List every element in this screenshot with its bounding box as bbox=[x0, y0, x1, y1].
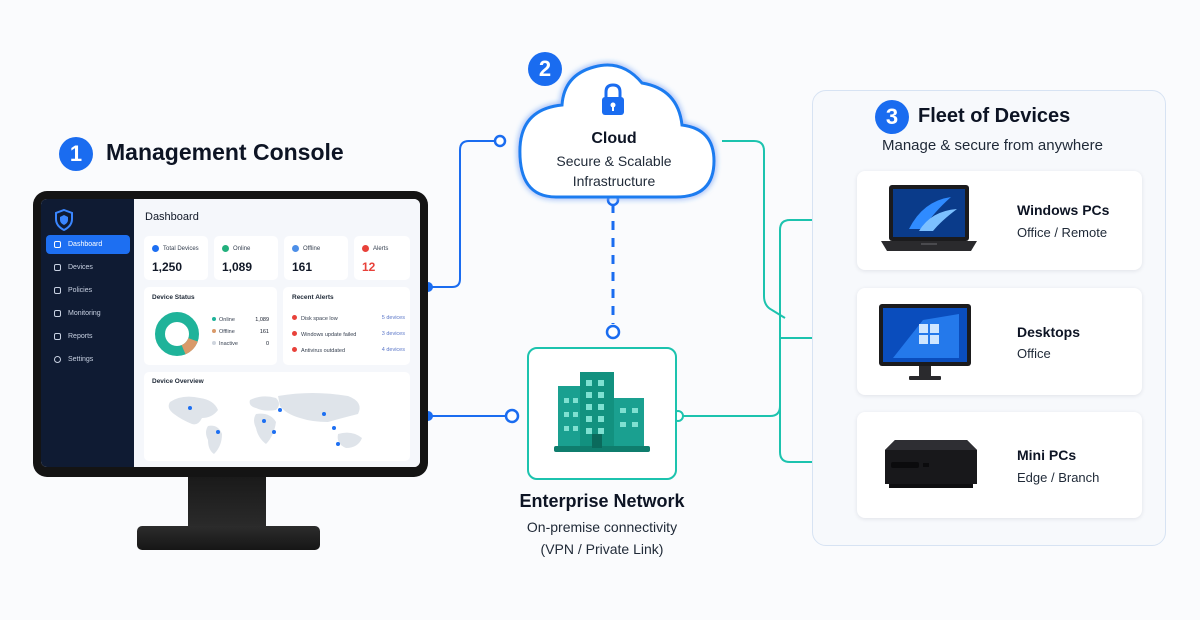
device-status-donut bbox=[155, 312, 199, 356]
device-location: Edge / Branch bbox=[1017, 470, 1100, 485]
shield-logo-icon bbox=[55, 209, 73, 231]
alert-icon bbox=[362, 245, 369, 252]
dashboard-screen: Dashboard Devices Policies Monitoring Re… bbox=[41, 199, 420, 467]
monitor: Dashboard Devices Policies Monitoring Re… bbox=[33, 191, 428, 477]
stat-offline-value: 161 bbox=[292, 260, 313, 274]
stat-card-online[interactable]: Online 1,089 bbox=[214, 236, 278, 280]
sidebar-item-policies[interactable]: Policies bbox=[46, 281, 130, 300]
lock-icon bbox=[602, 83, 624, 115]
device-card-desktops[interactable]: Desktops Office bbox=[857, 288, 1142, 395]
dashboard-icon bbox=[54, 241, 61, 248]
desktop-monitor-icon bbox=[879, 304, 971, 380]
sidebar-item-monitoring[interactable]: Monitoring bbox=[46, 304, 130, 323]
stat-online-value: 1,089 bbox=[222, 260, 253, 274]
monitor-stand-base bbox=[137, 526, 320, 550]
fleet-title: Fleet of Devices bbox=[918, 105, 1071, 127]
stat-card-offline[interactable]: Offline 161 bbox=[284, 236, 348, 280]
laptop-icon bbox=[881, 185, 977, 251]
sidebar-item-dashboard[interactable]: Dashboard bbox=[46, 235, 130, 254]
settings-icon bbox=[54, 356, 61, 363]
device-name: Windows PCs bbox=[1017, 202, 1110, 218]
recent-alerts-card: Recent Alerts Disk space low 5 devices W… bbox=[283, 287, 410, 365]
stat-card-total[interactable]: Total Devices 1,250 bbox=[144, 236, 208, 280]
dashboard-main: Dashboard Total Devices 1,250 Online 1,0… bbox=[134, 199, 420, 467]
device-location: Office / Remote bbox=[1017, 225, 1108, 240]
sidebar-item-reports[interactable]: Reports bbox=[46, 327, 130, 346]
network-line-2: (VPN / Private Link) bbox=[540, 541, 664, 557]
cloud-fleet-link bbox=[722, 140, 786, 319]
device-location: Office bbox=[1017, 346, 1051, 361]
sidebar-item-settings[interactable]: Settings bbox=[46, 350, 130, 369]
offline-icon bbox=[292, 245, 299, 252]
alert-row[interactable]: Disk space low bbox=[292, 315, 338, 322]
stat-card-alerts[interactable]: Alerts 12 bbox=[354, 236, 410, 280]
dashboard-heading: Dashboard bbox=[145, 211, 199, 223]
alert-row[interactable]: Antivirus outdated bbox=[292, 347, 345, 354]
device-name: Desktops bbox=[1017, 324, 1081, 340]
building-icon bbox=[554, 372, 650, 452]
device-overview-card: Device Overview bbox=[144, 372, 410, 461]
fleet-subtitle: Manage & secure from anywhere bbox=[882, 137, 1103, 154]
cloud-title: Cloud bbox=[591, 130, 637, 147]
network-line-1: On-premise connectivity bbox=[526, 519, 678, 535]
cloud-shape bbox=[518, 63, 716, 199]
sidebar-item-devices[interactable]: Devices bbox=[46, 258, 130, 277]
total-devices-icon bbox=[152, 245, 159, 252]
console-title: Management Console bbox=[106, 139, 344, 165]
device-card-windows-pcs[interactable]: Windows PCs Office / Remote bbox=[857, 171, 1142, 270]
device-name: Mini PCs bbox=[1017, 447, 1077, 463]
stat-alerts-value: 12 bbox=[362, 260, 376, 274]
step-badge-1: 1 bbox=[59, 137, 93, 171]
reports-icon bbox=[54, 333, 61, 340]
cloud-line-1: Secure & Scalable bbox=[556, 153, 672, 169]
network-title: Enterprise Network bbox=[519, 491, 685, 511]
dashboard-sidebar: Dashboard Devices Policies Monitoring Re… bbox=[41, 199, 134, 467]
alert-row[interactable]: Windows update failed bbox=[292, 331, 356, 338]
cloud-line-2: Infrastructure bbox=[572, 173, 656, 189]
device-card-mini-pcs[interactable]: Mini PCs Edge / Branch bbox=[857, 412, 1142, 518]
policies-icon bbox=[54, 287, 61, 294]
online-icon bbox=[222, 245, 229, 252]
monitoring-icon bbox=[54, 310, 61, 317]
devices-icon bbox=[54, 264, 61, 271]
device-status-card: Device Status Online 1,089 Offline 161 I… bbox=[144, 287, 277, 365]
monitor-stand-neck bbox=[188, 477, 266, 529]
world-map bbox=[168, 393, 362, 454]
console-cloud-link bbox=[428, 140, 500, 288]
stat-total-value: 1,250 bbox=[152, 260, 183, 274]
step-badge-3: 3 bbox=[875, 100, 909, 134]
step-badge-2: 2 bbox=[528, 52, 562, 86]
mini-pc-icon bbox=[885, 440, 977, 488]
network-fleet-link bbox=[678, 340, 781, 417]
